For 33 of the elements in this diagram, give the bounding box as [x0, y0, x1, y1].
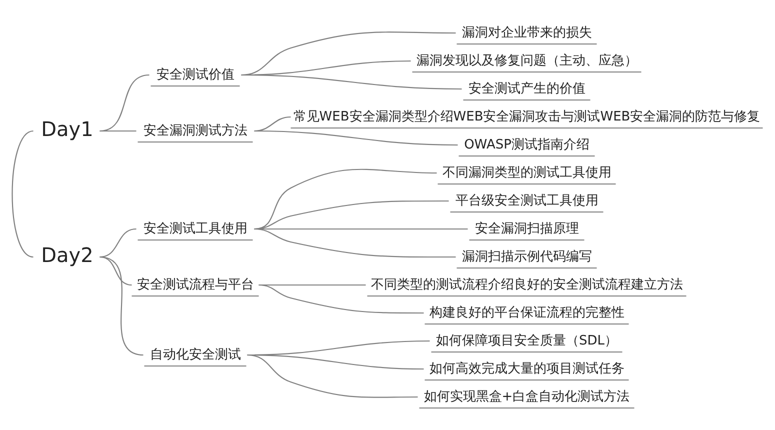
node-text: OWASP测试指南介绍: [464, 137, 590, 152]
node-text: 安全测试工具使用: [143, 221, 248, 236]
connector: [254, 168, 437, 230]
node-text: 自动化安全测试: [150, 347, 241, 362]
connector: [100, 130, 136, 132]
node-text: 不同漏洞类型的测试工具使用: [442, 165, 612, 180]
node-text: 漏洞扫描示例代码编写: [462, 249, 592, 264]
node-text: 安全测试产生的价值: [468, 81, 586, 96]
node-text: 如何实现黑盒+白盒自动化测试方法: [424, 389, 630, 404]
node-text: 安全测试流程与平台: [136, 277, 254, 292]
connector: [254, 228, 456, 258]
node-text: 漏洞对企业带来的损失: [462, 25, 592, 40]
connector: [100, 228, 136, 258]
node-text: Day1: [41, 117, 94, 141]
node-text: 常见WEB安全漏洞类型介绍WEB安全漏洞攻击与测试WEB安全漏洞的防范与修复: [293, 109, 760, 124]
node-text: 安全测试价值: [156, 67, 234, 82]
node-text: 如何高效完成大量的项目测试任务: [429, 361, 624, 376]
node-text: Day2: [41, 243, 94, 267]
connector: [12, 130, 34, 258]
connector: [247, 354, 418, 398]
connector: [258, 284, 424, 314]
node-text: 如何保障项目安全质量（SDL）: [436, 333, 618, 348]
connector: [100, 256, 144, 356]
node-text: 不同类型的测试流程介绍良好的安全测试流程建立方法: [370, 277, 683, 292]
node-text: 构建良好的平台保证流程的完整性: [429, 305, 624, 320]
connector: [241, 74, 462, 90]
node-text: 漏洞发现以及修复问题（主动、应急）: [416, 53, 638, 68]
node-text: 安全漏洞扫描原理: [474, 221, 579, 236]
node-text: 安全漏洞测试方法: [143, 123, 248, 138]
connector: [100, 74, 150, 132]
connector: [100, 256, 132, 286]
node-text: 平台级安全测试工具使用: [455, 193, 598, 208]
connector: [254, 130, 458, 146]
